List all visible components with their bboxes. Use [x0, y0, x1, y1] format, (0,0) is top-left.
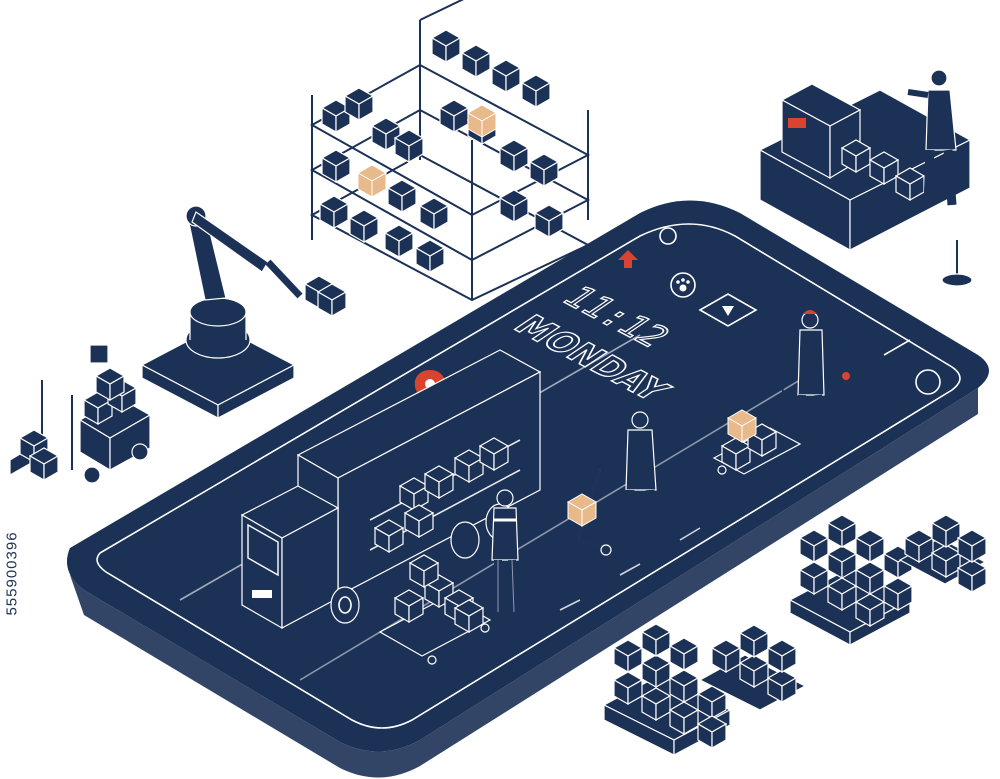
pallet-stack-right — [788, 514, 987, 646]
loaded-trolley — [378, 554, 492, 665]
operator-man — [907, 69, 957, 206]
worker-hand-truck — [567, 411, 659, 556]
worker-pallet-jack — [712, 310, 850, 475]
forklift — [9, 344, 152, 484]
conveyor-scanner — [758, 83, 973, 287]
robotic-arm — [140, 205, 347, 419]
warehouse-shelves — [309, 0, 591, 302]
up-arrow-icon — [618, 250, 638, 268]
worker-with-tablet — [491, 489, 519, 613]
pallet-stack-bottom — [602, 623, 807, 757]
paw-icon — [670, 272, 696, 298]
delivery-truck — [240, 349, 542, 630]
play-icon — [698, 293, 758, 327]
stock-id-label: 555900396 — [3, 531, 21, 616]
